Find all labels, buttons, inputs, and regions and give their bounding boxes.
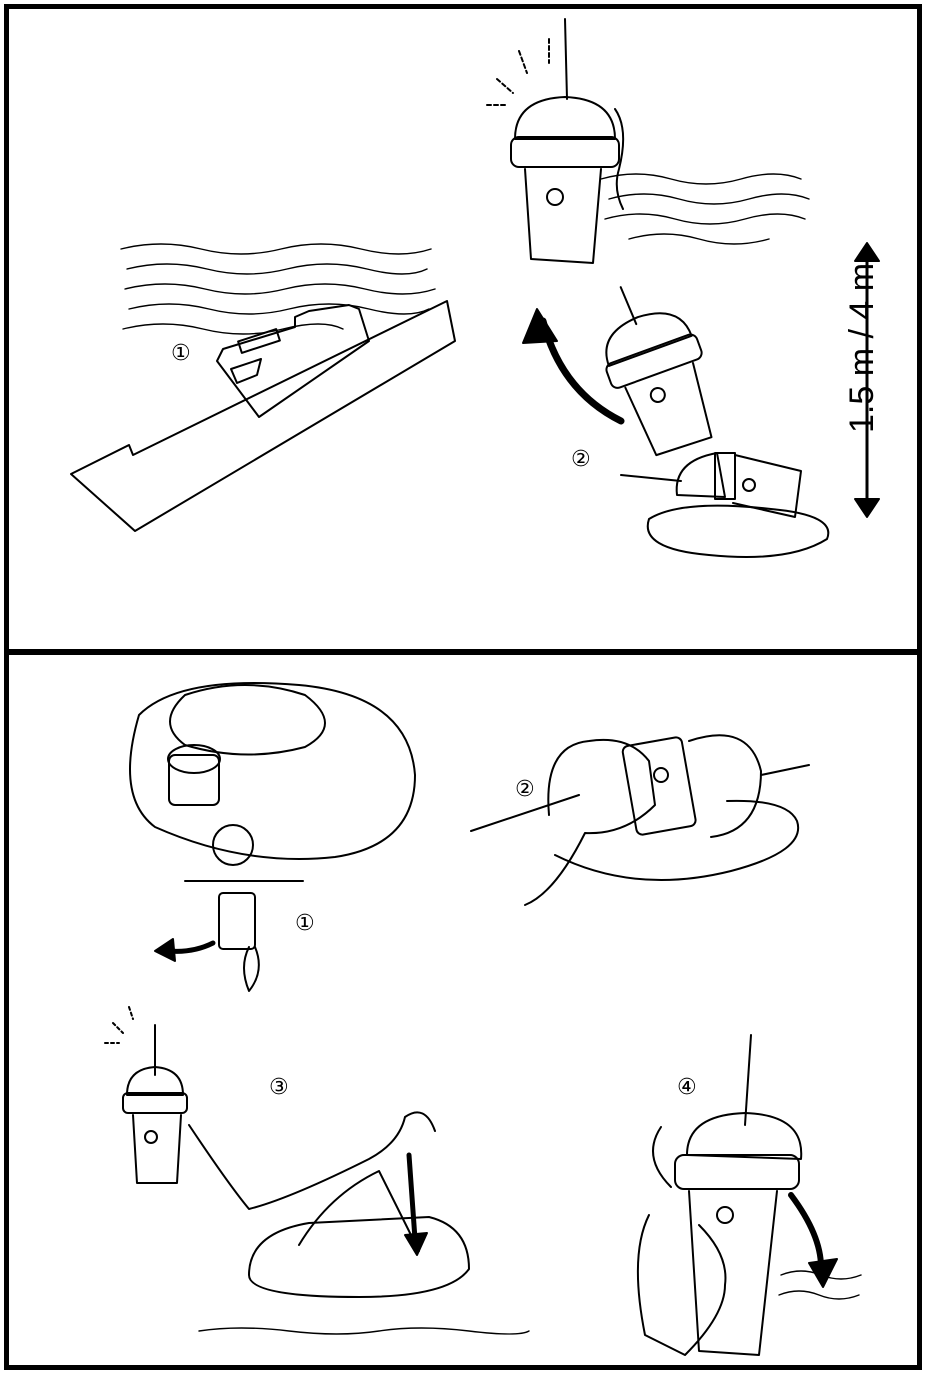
- manual-release-panel: ① ② ③ ④: [4, 650, 922, 1370]
- emergency-beacon-icon: [487, 19, 623, 263]
- emergency-beacon-icon: [105, 1007, 187, 1183]
- arrow-icon: [409, 1155, 415, 1239]
- waves-icon: [779, 1271, 861, 1299]
- step-1-label: ①: [295, 913, 315, 935]
- step-2-label: ②: [571, 449, 591, 471]
- waves-icon: [121, 174, 809, 334]
- arrow-icon: [155, 939, 175, 961]
- life-raft-icon: [199, 1171, 529, 1334]
- hand-icon: [638, 1215, 726, 1355]
- step-2-label: ②: [515, 779, 535, 801]
- float-free-panel: ① ② 1.5 m / 4 m: [4, 4, 922, 654]
- step-1-label: ①: [171, 343, 191, 365]
- float-free-illustration: [9, 9, 917, 649]
- step-4-label: ④: [677, 1077, 697, 1099]
- sinking-ship-icon: [71, 301, 455, 531]
- emergency-beacon-icon: [621, 453, 828, 557]
- emergency-beacon-icon: [653, 1035, 801, 1355]
- tether-line: [189, 1112, 435, 1209]
- arrow-icon: [523, 309, 557, 343]
- step-3-label: ③: [269, 1077, 289, 1099]
- emergency-beacon-icon: [581, 269, 730, 463]
- height-label: 1.5 m / 4 m: [843, 293, 883, 433]
- arrow-icon: [169, 943, 213, 951]
- arrow-icon: [405, 1233, 427, 1255]
- manual-release-illustration: [9, 655, 917, 1365]
- hand-icon: [471, 735, 809, 905]
- arrow-icon: [791, 1195, 821, 1267]
